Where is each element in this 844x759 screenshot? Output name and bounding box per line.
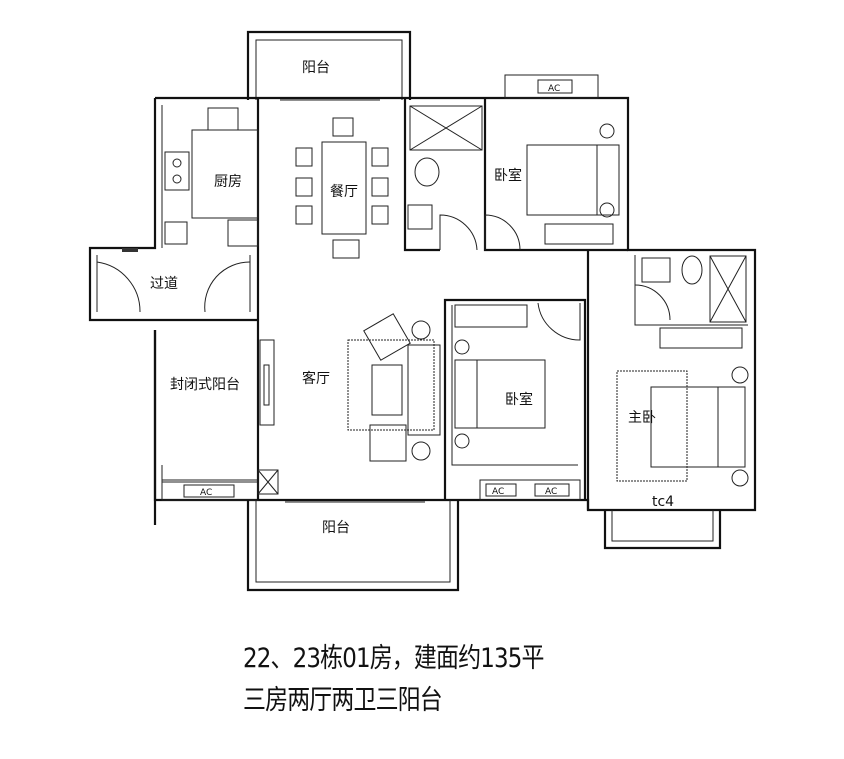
room-label-enclosed-balcony: 封闭式阳台 — [170, 377, 240, 393]
window-code: tc4 — [652, 494, 674, 510]
room-label-dining: 餐厅 — [330, 184, 358, 200]
room-label-master-bedroom: 主卧 — [628, 410, 656, 426]
kitchen: 厨房 — [164, 98, 260, 250]
room-label-bedroom-mid: 卧室 — [505, 391, 533, 408]
bathroom-1 — [403, 98, 483, 252]
room-label-living: 客厅 — [302, 370, 330, 387]
caption-line-2: 三房两厅两卫三阳台 — [243, 685, 443, 716]
corridor: 过道 — [96, 248, 251, 313]
ac-label-2: AC — [200, 488, 212, 498]
room-label-balcony-bottom: 阳台 — [322, 520, 350, 536]
room-label-balcony-top: 阳台 — [302, 60, 330, 76]
ac-label-1: AC — [548, 84, 560, 94]
ac-label-4: AC — [545, 487, 557, 497]
enclosed-balcony: AC 封闭式阳台 — [155, 318, 259, 501]
bedroom-top: AC 卧室 — [483, 74, 628, 252]
room-label-corridor: 过道 — [150, 276, 178, 292]
balcony-bottom: 阳台 — [246, 500, 460, 592]
bedroom-mid: AC AC 卧室 — [443, 298, 587, 501]
living-room: 客厅 — [256, 250, 441, 500]
room-label-bedroom-top: 卧室 — [494, 167, 522, 184]
master-bedroom: 主卧 tc4 — [586, 250, 749, 510]
exterior-walls — [88, 96, 757, 525]
balcony-master — [603, 510, 722, 550]
dining-room: 餐厅 — [295, 117, 389, 259]
caption-line-1: 22、23栋01房，建面约135平 — [243, 643, 544, 674]
balcony-top: 阳台 — [246, 30, 412, 101]
ac-label-3: AC — [492, 487, 504, 497]
room-label-kitchen: 厨房 — [214, 174, 242, 190]
